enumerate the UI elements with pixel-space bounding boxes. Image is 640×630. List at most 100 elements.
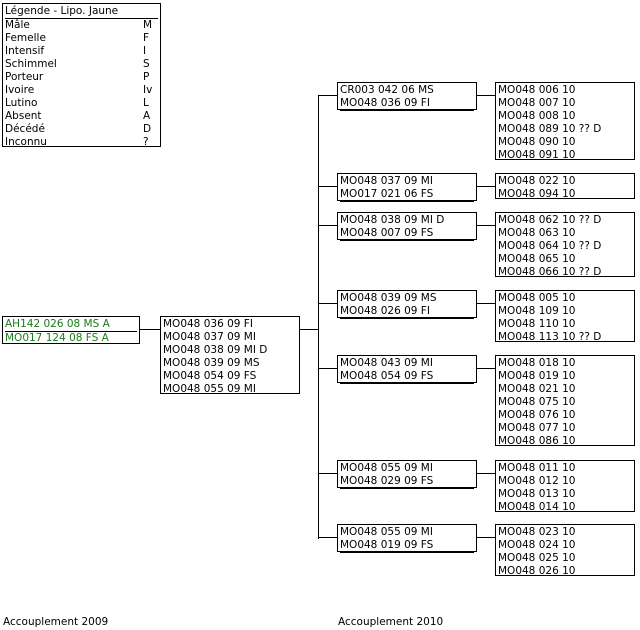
offspring-item: MO048 075 10 bbox=[498, 396, 576, 408]
offspring-item: MO048 023 10 bbox=[498, 526, 576, 538]
offspring-item: MO048 022 10 bbox=[498, 175, 576, 187]
parent-female: MO017 021 06 FS bbox=[340, 188, 474, 202]
legend-item: Intensif I bbox=[5, 45, 158, 58]
offspring-item: MO048 026 10 bbox=[498, 565, 576, 577]
legend-code: D bbox=[143, 123, 152, 135]
legend-label: Mâle bbox=[5, 19, 30, 31]
footer-2009: Accouplement 2009 bbox=[3, 616, 109, 628]
gen2009-item: MO048 036 09 FI bbox=[163, 318, 253, 330]
offspring-item: MO048 019 10 bbox=[498, 370, 576, 382]
legend-item: Ivoire Iv bbox=[5, 84, 158, 97]
gen2009-box: MO048 036 09 FI MO048 037 09 MI MO048 03… bbox=[160, 316, 300, 395]
offspring-item: MO048 066 10 ?? D bbox=[498, 266, 602, 278]
offspring-item: MO048 065 10 bbox=[498, 253, 576, 265]
offspring-item: MO048 077 10 bbox=[498, 422, 576, 434]
connector-pair-to-offspring bbox=[477, 303, 495, 304]
footer-2010: Accouplement 2010 bbox=[338, 616, 444, 628]
connector-trunk-to-pair bbox=[318, 225, 337, 226]
offspring-item: MO048 109 10 bbox=[498, 305, 576, 317]
offspring-item: MO048 113 10 ?? D bbox=[498, 331, 602, 343]
connector-2009-to-trunk bbox=[300, 329, 318, 330]
parent-male: MO048 043 09 MI bbox=[340, 357, 433, 369]
connector-trunk-to-pair bbox=[318, 473, 337, 474]
gen2009-item: MO048 037 09 MI bbox=[163, 331, 256, 343]
legend-code: ? bbox=[143, 136, 149, 148]
parent-male: MO048 055 09 MI bbox=[340, 526, 433, 538]
legend-label: Schimmel bbox=[5, 58, 57, 70]
legend-label: Décédé bbox=[5, 123, 45, 135]
legend-label: Intensif bbox=[5, 45, 45, 57]
parent-female: MO048 029 09 FS bbox=[340, 475, 474, 489]
connector-trunk bbox=[318, 95, 319, 539]
legend-code: A bbox=[143, 110, 151, 122]
connector-trunk-to-pair bbox=[318, 186, 337, 187]
gen2009-item: MO048 054 09 FS bbox=[163, 370, 257, 382]
offspring-item: MO048 062 10 ?? D bbox=[498, 214, 602, 226]
gen2009-item: MO048 039 09 MS bbox=[163, 357, 260, 369]
legend-label: Femelle bbox=[5, 32, 46, 44]
parent-male: MO048 055 09 MI bbox=[340, 462, 433, 474]
offspring-item: MO048 007 10 bbox=[498, 97, 576, 109]
parent-male: CR003 042 06 MS bbox=[340, 84, 434, 96]
offspring-item: MO048 005 10 bbox=[498, 292, 576, 304]
parent-male: MO048 037 09 MI bbox=[340, 175, 433, 187]
connector-root-to-2009 bbox=[140, 329, 160, 330]
offspring-item: MO048 025 10 bbox=[498, 552, 576, 564]
root-pair-box: AH142 026 08 MS A MO017 124 08 FS A bbox=[2, 316, 140, 344]
offspring-item: MO048 091 10 bbox=[498, 149, 576, 161]
parent-female: MO048 054 09 FS bbox=[340, 370, 474, 384]
offspring-item: MO048 018 10 bbox=[498, 357, 576, 369]
offspring-item: MO048 006 10 bbox=[498, 84, 576, 96]
legend-label: Porteur bbox=[5, 71, 44, 83]
gen2009-item: MO048 055 09 MI bbox=[163, 383, 256, 395]
offspring-item: MO048 008 10 bbox=[498, 110, 576, 122]
legend-item: Décédé D bbox=[5, 123, 158, 136]
connector-pair-to-offspring bbox=[477, 186, 495, 187]
legend-code: M bbox=[143, 19, 153, 31]
legend-code: Iv bbox=[143, 84, 153, 96]
connector-pair-to-offspring bbox=[477, 473, 495, 474]
offspring-item: MO048 076 10 bbox=[498, 409, 576, 421]
parent-male: MO048 038 09 MI D bbox=[340, 214, 445, 226]
legend-item: Porteur P bbox=[5, 71, 158, 84]
legend-code: L bbox=[143, 97, 149, 109]
parent-female: MO048 007 09 FS bbox=[340, 227, 474, 241]
gen2009-item: MO048 038 09 MI D bbox=[163, 344, 268, 356]
connector-pair-to-offspring bbox=[477, 368, 495, 369]
legend-code: P bbox=[143, 71, 150, 83]
parent-female: MO048 019 09 FS bbox=[340, 539, 474, 553]
offspring-item: MO048 021 10 bbox=[498, 383, 576, 395]
connector-trunk-to-pair bbox=[318, 95, 337, 96]
offspring-item: MO048 014 10 bbox=[498, 501, 576, 513]
parent-female: MO048 036 09 FI bbox=[340, 97, 474, 111]
offspring-item: MO048 013 10 bbox=[498, 488, 576, 500]
legend-label: Ivoire bbox=[5, 84, 35, 96]
parent-female: MO048 026 09 FI bbox=[340, 305, 474, 319]
root-male: AH142 026 08 MS A bbox=[5, 318, 137, 332]
legend-label: Absent bbox=[5, 110, 42, 122]
offspring-item: MO048 090 10 bbox=[498, 136, 576, 148]
offspring-item: MO048 012 10 bbox=[498, 475, 576, 487]
offspring-item: MO048 011 10 bbox=[498, 462, 576, 474]
legend-code: I bbox=[143, 45, 147, 57]
offspring-item: MO048 086 10 bbox=[498, 435, 576, 447]
root-female: MO017 124 08 FS A bbox=[5, 332, 109, 344]
connector-trunk-to-pair bbox=[318, 537, 337, 538]
legend-label: Lutino bbox=[5, 97, 38, 109]
